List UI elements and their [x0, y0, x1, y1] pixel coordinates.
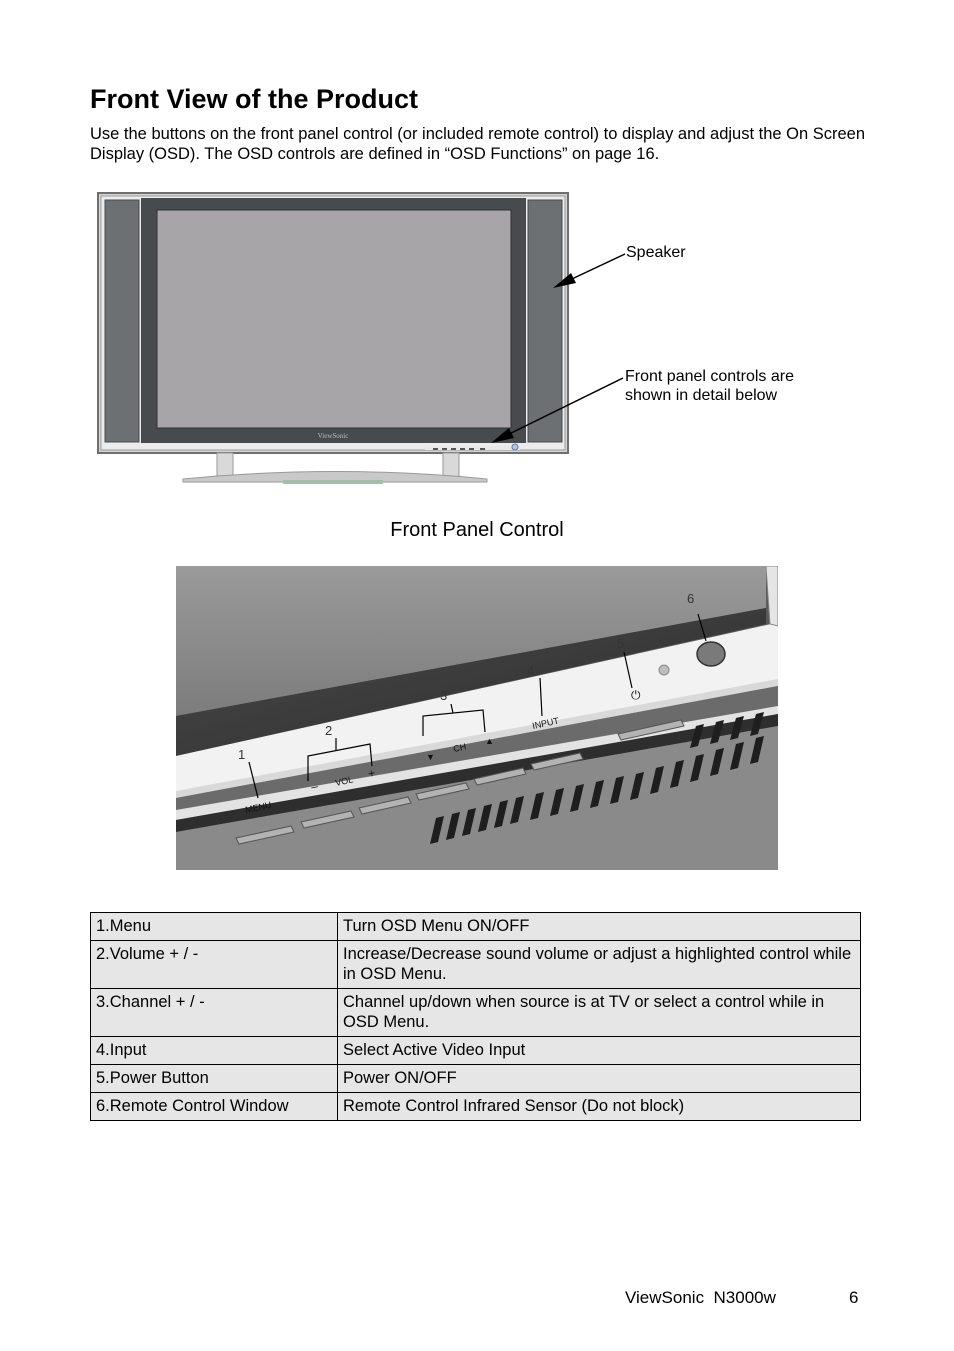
vol-plus-label: +: [367, 766, 377, 781]
callout-1: 1: [238, 747, 245, 762]
controls-label-line1: Front panel controls are: [625, 368, 794, 385]
front-panel-figure: 1 2 3 4 5 6 MENU – VOL + ▼ CH ▲ INPUT ⏻: [176, 565, 779, 870]
control-description-cell: Turn OSD Menu ON/OFF: [337, 912, 861, 941]
ch-down-label: ▼: [426, 752, 435, 762]
power-button: [617, 719, 685, 741]
vol-label: VOL: [334, 774, 354, 788]
input-button: [530, 752, 584, 771]
vol-plus-button: [358, 796, 412, 815]
footer-page-number: 6: [849, 1288, 859, 1307]
ch-up-button: [473, 767, 527, 786]
power-led: [658, 664, 670, 676]
control-description-cell: Increase/Decrease sound volume or adjust…: [337, 940, 861, 989]
table-row: 3.Channel + / -Channel up/down when sour…: [90, 988, 861, 1037]
control-description-cell: Select Active Video Input: [337, 1036, 861, 1065]
control-name-cell: 2.Volume + / -: [90, 940, 338, 989]
intro-paragraph: Use the buttons on the front panel contr…: [90, 125, 866, 163]
vol-minus-label: –: [310, 779, 320, 794]
footer-brand: ViewSonic N3000w: [625, 1288, 776, 1307]
table-row: 2.Volume + / -Increase/Decrease sound vo…: [90, 940, 861, 989]
control-name-cell: 4.Input: [90, 1036, 338, 1065]
control-name-cell: 3.Channel + / -: [90, 988, 338, 1037]
control-name-cell: 1.Menu: [90, 912, 338, 941]
speaker-label: Speaker: [626, 244, 686, 261]
front-panel-illustration: 1 2 3 4 5 6 MENU – VOL + ▼ CH ▲ INPUT ⏻: [176, 565, 779, 870]
right-speaker: [527, 199, 563, 443]
callout-4: 4: [527, 663, 534, 678]
callout-3: 3: [440, 688, 447, 703]
ch-down-button: [415, 782, 470, 801]
control-description-cell: Channel up/down when source is at TV or …: [337, 988, 861, 1037]
ch-up-label: ▲: [485, 736, 494, 746]
controls-label-line2: shown in detail below: [625, 387, 778, 404]
menu-button: [235, 825, 295, 845]
control-description-cell: Remote Control Infrared Sensor (Do not b…: [337, 1092, 861, 1121]
remote-sensor-window: [696, 641, 726, 667]
tv-brand-text: ViewSonic: [318, 432, 349, 440]
control-name-cell: 5.Power Button: [90, 1064, 338, 1093]
vol-minus-button: [300, 810, 355, 829]
control-description-cell: Power ON/OFF: [337, 1064, 861, 1093]
tv-front-figure: ViewSonic Speaker Front panel controls a…: [95, 190, 875, 485]
page-title: Front View of the Product: [90, 84, 419, 114]
callout-2: 2: [325, 723, 332, 738]
power-symbol-icon: ⏻: [631, 688, 641, 702]
front-panel-title: Front Panel Control: [390, 519, 564, 541]
left-speaker: [104, 199, 140, 443]
callout-5: 5: [617, 636, 624, 651]
callout-6: 6: [687, 591, 694, 606]
control-name-cell: 6.Remote Control Window: [90, 1092, 338, 1121]
tv-illustration: ViewSonic: [97, 192, 626, 484]
ch-label: CH: [452, 741, 467, 753]
screen: [156, 209, 512, 429]
